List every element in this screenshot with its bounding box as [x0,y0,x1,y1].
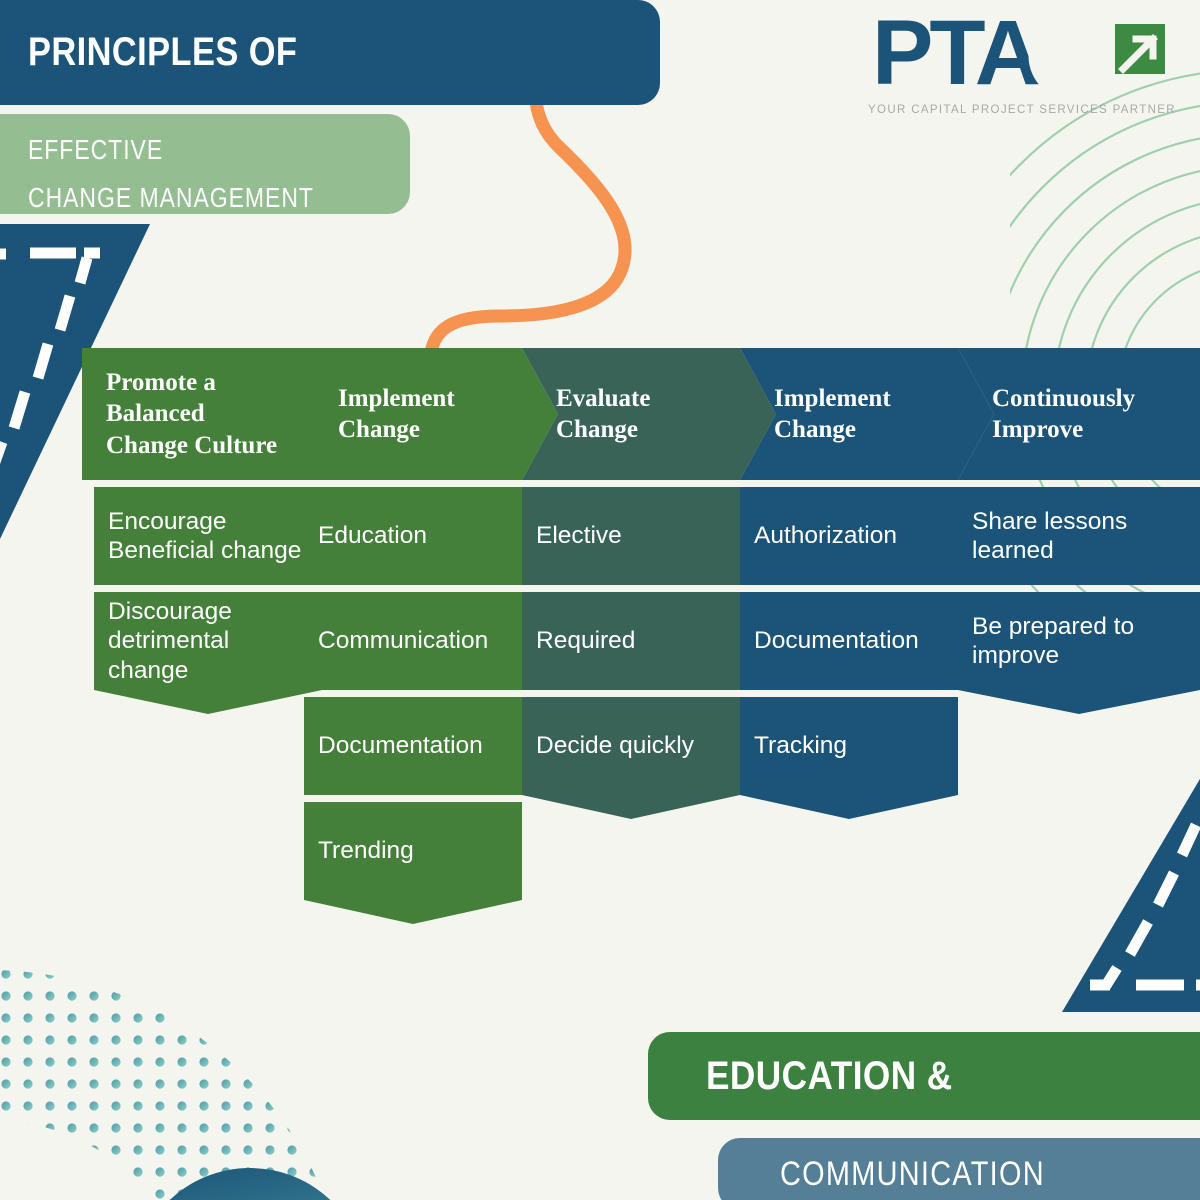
process-stage-header-label: Implement Change [338,384,455,444]
process-stage-header-label: Promote a Balanced Change Culture [106,368,278,459]
process-stage-header-2[interactable]: Implement Change [304,348,558,480]
page-title-banner: PRINCIPLES OF [0,0,660,105]
footer-banner-education-label: EDUCATION & [706,1053,953,1098]
process-item-label: Education [318,522,427,550]
process-item-cell[interactable]: Decide quickly [522,697,740,819]
process-item-cell[interactable]: Education [304,487,522,585]
footer-banner-communication-label: COMMUNICATION [780,1154,1045,1193]
logo-tagline: YOUR CAPITAL PROJECT SERVICES PARTNER [868,104,1176,116]
process-item-cell[interactable]: Discourage detrimental change [94,592,322,714]
process-stage-header-label: Implement Change [774,384,891,444]
process-stage-header-label: Continuously Improve [992,384,1136,444]
process-item-cell[interactable]: Encourage Beneficial change [94,487,322,585]
footer-banner-education: EDUCATION & [648,1032,1200,1120]
gradient-circle-icon [169,1168,331,1200]
halftone-dot-ring-icon [0,900,500,1200]
footer-banner-communication: COMMUNICATION [718,1138,1200,1200]
logo-wordmark: PTAG [872,12,1172,100]
page-subtitle-banner: EFFECTIVE CHANGE MANAGEMENT [0,114,410,214]
process-item-cell[interactable]: Documentation [740,592,958,690]
process-item-cell[interactable]: Communication [304,592,522,690]
process-item-label: Tracking [754,732,848,760]
process-item-label: Communication [318,627,489,655]
process-item-cell[interactable]: Elective [522,487,740,585]
process-stage-header-label: Evaluate Change [556,384,651,444]
process-item-label: Trending [318,837,414,865]
page-subtitle-line2: CHANGE MANAGEMENT [28,182,314,214]
process-item-label: Share lessons learned [972,507,1128,564]
process-item-cell[interactable]: Trending [304,802,522,924]
process-item-cell[interactable]: Required [522,592,740,690]
process-item-cell[interactable]: Documentation [304,697,522,795]
process-item-cell[interactable]: Tracking [740,697,958,819]
page-subtitle-line1: EFFECTIVE [28,134,164,165]
process-stage-header-3[interactable]: Evaluate Change [522,348,776,480]
process-item-label: Required [536,627,636,655]
process-item-label: Elective [536,522,622,550]
process-item-cell[interactable]: Authorization [740,487,958,585]
process-item-label: Be prepared to improve [972,612,1135,669]
process-item-label: Authorization [754,522,898,550]
process-stage-header-4[interactable]: Implement Change [740,348,994,480]
process-item-label: Encourage Beneficial change [108,507,302,564]
process-item-cell[interactable]: Share lessons learned [958,487,1200,585]
process-item-cell[interactable]: Be prepared to improve [958,592,1200,714]
logo-growth-arrow-icon [1028,12,1165,100]
process-item-label: Documentation [318,732,483,760]
process-item-label: Discourage detrimental change [108,597,232,684]
ptag-logo: PTAG YOUR CAPITAL PROJECT SERVICES PARTN… [862,12,1182,137]
page-title: PRINCIPLES OF [28,30,298,74]
road-triangle-icon-bottom-right [1062,778,1200,1012]
process-item-label: Documentation [754,627,919,655]
process-item-label: Decide quickly [536,732,694,760]
process-stage-header-5[interactable]: Continuously Improve [958,348,1200,480]
